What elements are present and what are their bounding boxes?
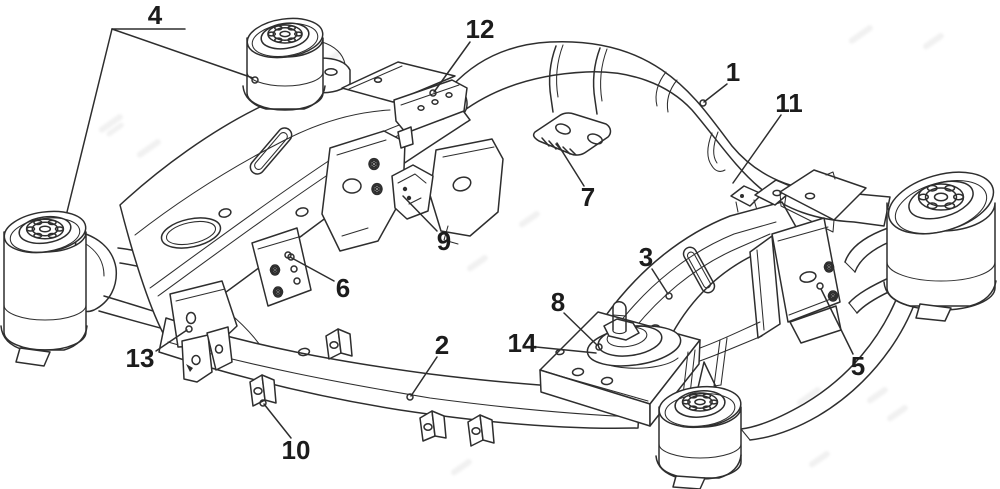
leader-dot-1 — [699, 99, 707, 107]
leader-line-5 — [820, 288, 854, 355]
pipe-clamp-bracket — [532, 44, 612, 156]
mounting-tab — [249, 374, 277, 407]
center-bracket-cluster — [251, 130, 504, 307]
mounting-tab — [325, 328, 353, 360]
part-label-7: 7 — [581, 182, 595, 212]
pipe-end-mount-plates — [754, 169, 867, 233]
mount-stud — [612, 301, 627, 335]
leader-line-10 — [263, 403, 292, 439]
leader-line-12 — [433, 41, 471, 93]
part-label-6: 6 — [336, 273, 350, 303]
part-label-2: 2 — [435, 330, 449, 360]
leader-dot-4 — [251, 76, 259, 84]
bushing-rear-left — [0, 210, 88, 367]
leader-dot-8 — [595, 343, 603, 351]
leader-line-2 — [410, 356, 438, 397]
front-crossmember — [158, 317, 641, 447]
part-label-14: 14 — [508, 328, 537, 358]
leader-line-3 — [651, 268, 669, 295]
leader-dot-13 — [185, 325, 193, 333]
leader-dot-6 — [284, 251, 292, 259]
bracket-12 — [313, 41, 468, 149]
part-label-12: 12 — [466, 14, 495, 44]
bracket-6 — [251, 227, 312, 307]
leader-line-4 — [111, 28, 254, 79]
leader-dot-3 — [665, 292, 673, 300]
bushing-rear-right — [655, 385, 742, 489]
leader-line-9 — [402, 195, 438, 232]
bushing-top-left — [242, 17, 326, 111]
leader-dot-2 — [406, 393, 414, 401]
mounting-tab — [419, 410, 447, 442]
part-label-5: 5 — [851, 351, 865, 381]
leader-line-1 — [703, 83, 728, 103]
leader-dot-5 — [816, 282, 824, 290]
bushing-right — [883, 171, 997, 322]
right-bracket-cluster — [696, 217, 842, 363]
part-label-13: 13 — [126, 343, 155, 373]
part-label-11: 11 — [775, 88, 803, 118]
part-label-1: 1 — [726, 57, 740, 87]
leader-line-8 — [563, 312, 598, 346]
part-label-4: 4 — [148, 0, 163, 30]
part-label-10: 10 — [282, 435, 311, 465]
leader-dot-12 — [429, 89, 437, 97]
leader-dot-10 — [259, 399, 267, 407]
mounting-tab — [467, 414, 495, 447]
leader-line-7 — [556, 142, 585, 187]
leader-line-11 — [732, 114, 782, 184]
part-label-9: 9 — [437, 226, 451, 256]
rubber-mount — [586, 301, 682, 369]
leader-line-13 — [155, 329, 188, 352]
part-label-8: 8 — [551, 287, 565, 317]
part-label-3: 3 — [639, 242, 653, 272]
leader-line-6 — [289, 256, 335, 282]
leader-line-4 — [66, 28, 113, 213]
leader-line-14 — [535, 346, 597, 354]
hanging-straps — [682, 337, 728, 396]
bracket-9 — [391, 164, 434, 220]
watermark-smudges — [98, 25, 944, 476]
